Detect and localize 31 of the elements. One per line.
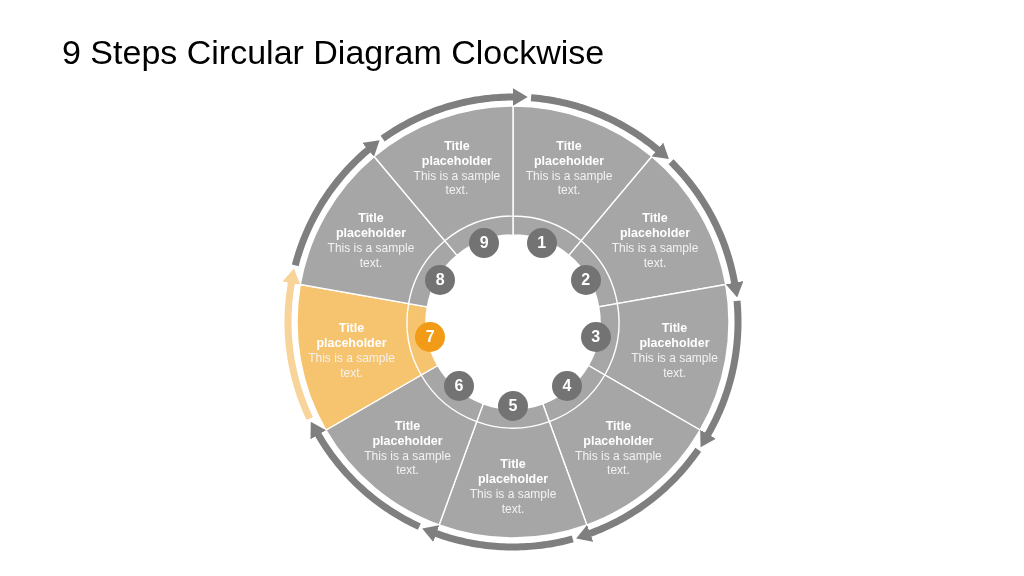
step-description: This is a sample text. <box>524 168 614 198</box>
step-title: Title placeholder <box>420 138 493 169</box>
step-title: Title placeholder <box>533 138 606 169</box>
curved-arrow <box>576 447 702 542</box>
curved-arrow <box>380 88 528 142</box>
step-description: This is a sample text. <box>574 448 663 478</box>
step-description: This is a sample text. <box>412 168 502 198</box>
step-description: This is a sample text. <box>363 448 452 478</box>
step-title: Title placeholder <box>618 210 692 241</box>
step-title: Title placeholder <box>476 456 550 487</box>
step-description: This is a sample text. <box>468 486 558 516</box>
curved-arrow <box>422 525 574 551</box>
step-title: Title placeholder <box>582 418 655 449</box>
curved-arrow <box>310 421 421 530</box>
curved-arrow <box>282 268 313 420</box>
step-number-circle: 3 <box>580 321 611 352</box>
curved-arrow <box>668 159 744 298</box>
curved-arrow <box>291 140 380 267</box>
step-description: This is a sample text. <box>307 350 396 380</box>
curved-arrow <box>700 300 742 448</box>
step-title: Title placeholder <box>334 210 408 241</box>
step-description: This is a sample text. <box>326 240 416 270</box>
step-title: Title placeholder <box>371 418 444 449</box>
step-title: Title placeholder <box>638 320 711 351</box>
curved-arrow <box>530 94 669 160</box>
step-number-circle: 5 <box>498 391 528 421</box>
step-title: Title placeholder <box>315 320 388 351</box>
step-description: This is a sample text. <box>610 240 700 270</box>
diagram-title: 9 Steps Circular Diagram Clockwise <box>62 32 605 72</box>
step-number-circle: 7 <box>415 321 446 352</box>
step-description: This is a sample text. <box>630 350 719 380</box>
